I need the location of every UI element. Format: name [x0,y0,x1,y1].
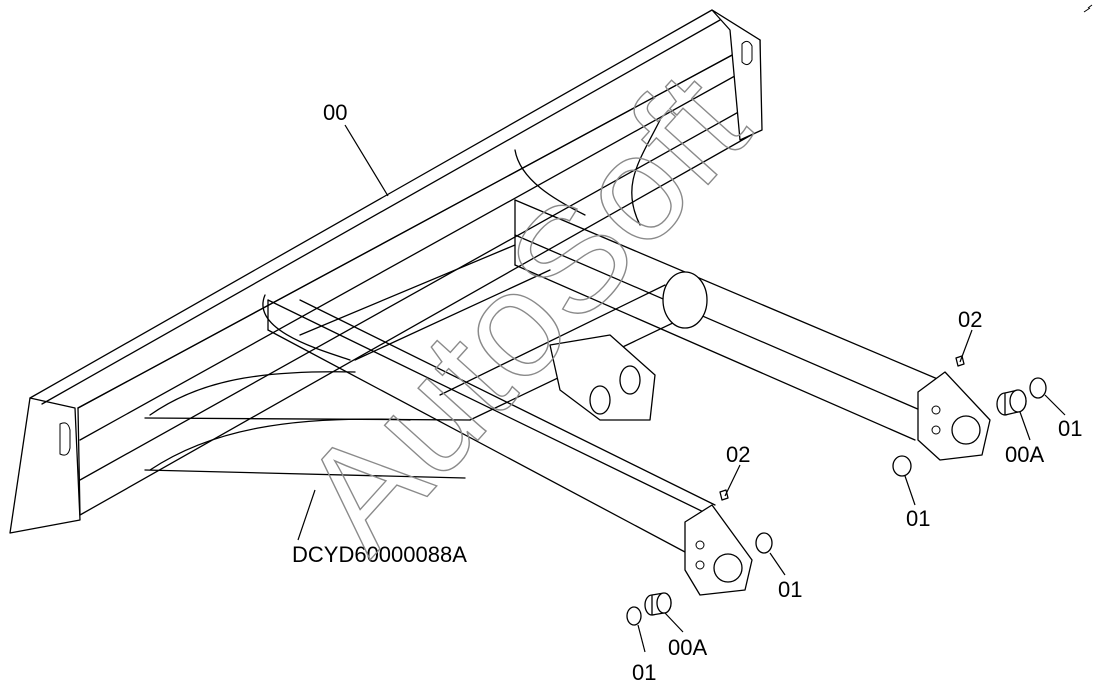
callout-ring-left-right: 01 [778,577,802,602]
center-pivot [439,271,708,421]
cross-members [144,119,941,561]
callout-frame: 00 [323,100,347,125]
drawing-number: DCYD60000088A [292,542,467,567]
leader-lines [297,124,1066,653]
snap-ring-right-bottom [892,455,912,477]
callout-ring-right-top: 01 [1058,416,1082,441]
left-arm-end [626,489,773,626]
right-arm-end [892,355,1047,477]
snap-ring-left-right [755,532,773,554]
corner-mark-icon [1083,4,1093,13]
callout-ring-right-bottom: 01 [906,506,930,531]
snap-ring-left-bottom [626,606,642,626]
callout-ring-left-bottom: 01 [632,660,656,685]
bushing-left [644,592,672,616]
callout-bushing-right: 00A [1005,442,1044,467]
snap-ring-right-top [1029,377,1047,399]
callout-pin-right: 02 [958,307,982,332]
bushing-right [996,389,1027,416]
callout-bushing-left: 00A [668,635,707,660]
blade-beam [9,9,763,534]
callout-pin-left: 02 [726,442,750,467]
